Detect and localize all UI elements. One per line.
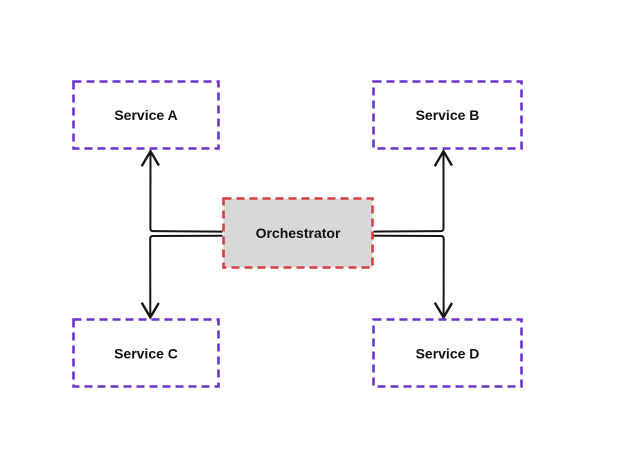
node-label: Service D (416, 346, 480, 362)
node-box (372, 80, 523, 150)
node-service-a: Service A (72, 80, 220, 150)
edge-orchestrator-service-b (373, 148, 453, 233)
node-service-c: Service C (72, 318, 220, 388)
edge-line (373, 151, 445, 233)
edge-line (149, 151, 223, 233)
node-label: Orchestrator (256, 225, 341, 241)
arrowhead-up-icon (433, 148, 453, 167)
node-label: Service A (114, 107, 177, 123)
arrowhead-down-icon (433, 301, 454, 320)
arrowhead-down-icon (140, 301, 160, 320)
node-box (72, 80, 220, 150)
edge-orchestrator-service-d (373, 234, 454, 320)
node-service-d: Service D (372, 318, 523, 388)
edge-orchestrator-service-a (140, 148, 223, 233)
node-box (72, 318, 220, 388)
edge-line (149, 234, 223, 317)
node-label: Service C (114, 346, 178, 362)
node-orchestrator: Orchestrator (222, 197, 374, 269)
edge-orchestrator-service-c (140, 234, 223, 320)
edge-line (373, 234, 445, 317)
node-service-b: Service B (372, 80, 523, 150)
node-box (222, 197, 374, 269)
node-label: Service B (416, 107, 480, 123)
node-box (372, 318, 523, 388)
arrowhead-up-icon (140, 148, 160, 167)
